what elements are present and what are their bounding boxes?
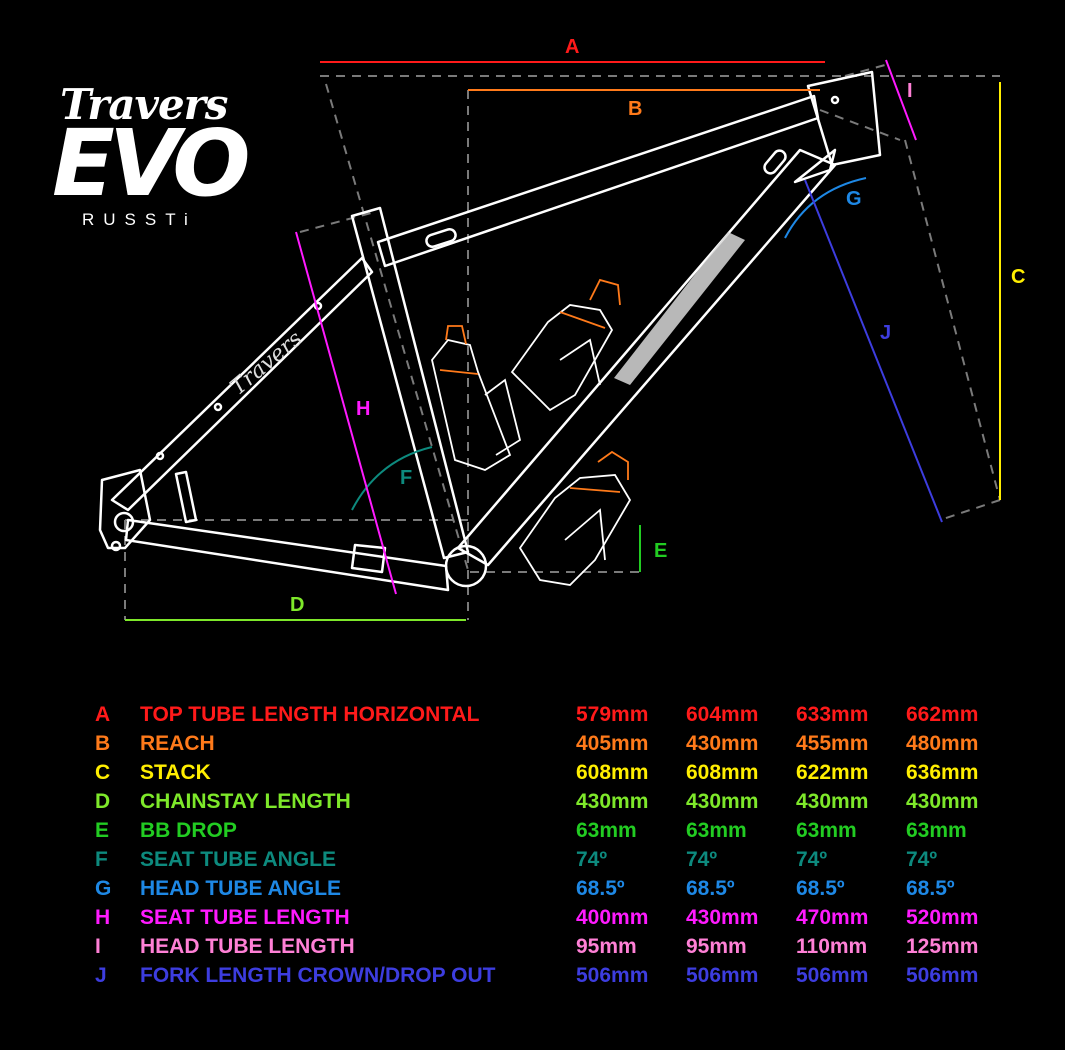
frame-decal-text: Travers bbox=[226, 326, 308, 400]
geometry-row: D CHAINSTAY LENGTH 430mm 430mm 430mm 430mm bbox=[95, 787, 996, 816]
dim-label-h: H bbox=[356, 398, 371, 420]
row-size-value: 430mm bbox=[796, 789, 869, 813]
row-size-value: 68.5º bbox=[686, 876, 735, 900]
row-measurement-name: SEAT TUBE LENGTH bbox=[140, 905, 350, 929]
row-size-value: 74º bbox=[796, 847, 828, 871]
row-size-value: 400mm bbox=[576, 905, 649, 929]
geometry-row: F SEAT TUBE ANGLE 74º 74º 74º 74º bbox=[95, 845, 996, 874]
dim-label-j: J bbox=[880, 322, 892, 344]
row-size-value: 604mm bbox=[686, 702, 759, 726]
row-size-value: 608mm bbox=[576, 760, 649, 784]
row-size-value: 470mm bbox=[796, 905, 869, 929]
row-size-value: 125mm bbox=[906, 934, 979, 958]
geometry-row: H SEAT TUBE LENGTH 400mm 430mm 470mm 520mm bbox=[95, 903, 996, 932]
row-letter: J bbox=[95, 963, 107, 987]
row-letter: C bbox=[95, 760, 111, 784]
row-size-value: 579mm bbox=[576, 702, 649, 726]
frame-geometry-diagram: Travers bbox=[98, 59, 1001, 621]
construction-lines bbox=[124, 64, 1001, 620]
dim-H-line bbox=[295, 231, 397, 595]
row-letter: D bbox=[95, 789, 111, 813]
water-bottles bbox=[431, 278, 632, 586]
dim-label-d: D bbox=[290, 594, 305, 616]
bike-frame bbox=[98, 70, 882, 592]
row-size-value: 622mm bbox=[796, 760, 869, 784]
row-size-value: 455mm bbox=[796, 731, 869, 755]
geometry-row: E BB DROP 63mm 63mm 63mm 63mm bbox=[95, 816, 996, 845]
row-size-value: 636mm bbox=[906, 760, 979, 784]
row-size-value: 74º bbox=[686, 847, 718, 871]
row-size-value: 480mm bbox=[906, 731, 979, 755]
row-size-value: 74º bbox=[906, 847, 938, 871]
logo-model-text: EVO bbox=[52, 110, 251, 217]
row-size-value: 95mm bbox=[576, 934, 637, 958]
row-measurement-name: HEAD TUBE ANGLE bbox=[140, 876, 342, 900]
dim-label-i: I bbox=[907, 80, 913, 102]
geometry-row: G HEAD TUBE ANGLE 68.5º 68.5º 68.5º 68.5º bbox=[95, 874, 996, 903]
row-size-value: 430mm bbox=[576, 789, 649, 813]
row-size-value: 63mm bbox=[906, 818, 967, 842]
row-measurement-name: STACK bbox=[140, 760, 211, 784]
row-size-value: 430mm bbox=[906, 789, 979, 813]
row-size-value: 506mm bbox=[576, 963, 649, 987]
dim-J-line bbox=[804, 179, 943, 523]
dim-G-arc bbox=[784, 177, 867, 239]
row-measurement-name: BB DROP bbox=[140, 818, 237, 842]
row-size-value: 68.5º bbox=[576, 876, 625, 900]
row-letter: H bbox=[95, 905, 111, 929]
row-size-value: 110mm bbox=[796, 934, 868, 958]
row-size-value: 405mm bbox=[576, 731, 649, 755]
dim-label-a: A bbox=[565, 36, 580, 58]
row-size-value: 662mm bbox=[906, 702, 979, 726]
row-measurement-name: TOP TUBE LENGTH HORIZONTAL bbox=[140, 702, 480, 726]
dim-label-c: C bbox=[1011, 266, 1026, 288]
row-size-value: 63mm bbox=[796, 818, 857, 842]
geometry-row: I HEAD TUBE LENGTH 95mm 95mm 110mm 125mm bbox=[95, 932, 996, 961]
row-size-value: 63mm bbox=[576, 818, 637, 842]
geometry-row: B REACH 405mm 430mm 455mm 480mm bbox=[95, 729, 996, 758]
row-size-value: 608mm bbox=[686, 760, 759, 784]
row-size-value: 95mm bbox=[686, 934, 747, 958]
row-letter: A bbox=[95, 702, 111, 726]
row-size-value: 63mm bbox=[686, 818, 747, 842]
dim-I-line bbox=[885, 59, 917, 141]
row-letter: E bbox=[95, 818, 110, 842]
row-size-value: 506mm bbox=[906, 963, 979, 987]
dim-label-e: E bbox=[654, 540, 668, 562]
row-size-value: 74º bbox=[576, 847, 608, 871]
row-size-value: 430mm bbox=[686, 905, 759, 929]
logo-script-text: Travers bbox=[60, 80, 228, 129]
row-letter: B bbox=[95, 731, 111, 755]
row-size-value: 520mm bbox=[906, 905, 979, 929]
geometry-table: A TOP TUBE LENGTH HORIZONTAL 579mm 604mm 633… bbox=[95, 700, 996, 990]
row-size-value: 506mm bbox=[686, 963, 759, 987]
row-measurement-name: FORK LENGTH CROWN/DROP OUT bbox=[140, 963, 496, 987]
dim-label-g: G bbox=[846, 188, 862, 210]
row-measurement-name: CHAINSTAY LENGTH bbox=[140, 789, 351, 813]
dim-label-b: B bbox=[628, 98, 643, 120]
geometry-row: J FORK LENGTH CROWN/DROP OUT 506mm 506mm 506… bbox=[95, 961, 996, 990]
row-measurement-name: REACH bbox=[140, 731, 215, 755]
geometry-row: A TOP TUBE LENGTH HORIZONTAL 579mm 604mm 633… bbox=[95, 700, 996, 729]
down-tube-decal bbox=[614, 232, 745, 385]
row-size-value: 430mm bbox=[686, 731, 759, 755]
row-size-value: 633mm bbox=[796, 702, 869, 726]
row-measurement-name: HEAD TUBE LENGTH bbox=[140, 934, 355, 958]
row-letter: F bbox=[95, 847, 108, 871]
row-size-value: 68.5º bbox=[906, 876, 955, 900]
row-measurement-name: SEAT TUBE ANGLE bbox=[140, 847, 337, 871]
dimension-lines bbox=[125, 59, 1001, 621]
row-letter: G bbox=[95, 876, 112, 900]
row-size-value: 430mm bbox=[686, 789, 759, 813]
row-size-value: 506mm bbox=[796, 963, 869, 987]
row-letter: I bbox=[95, 934, 101, 958]
row-size-value: 68.5º bbox=[796, 876, 845, 900]
dim-label-f: F bbox=[400, 467, 413, 489]
dim-F-arc bbox=[351, 446, 433, 511]
logo-sub-text: RUSSTi bbox=[82, 210, 197, 229]
geometry-row: C STACK 608mm 608mm 622mm 636mm bbox=[95, 758, 996, 787]
